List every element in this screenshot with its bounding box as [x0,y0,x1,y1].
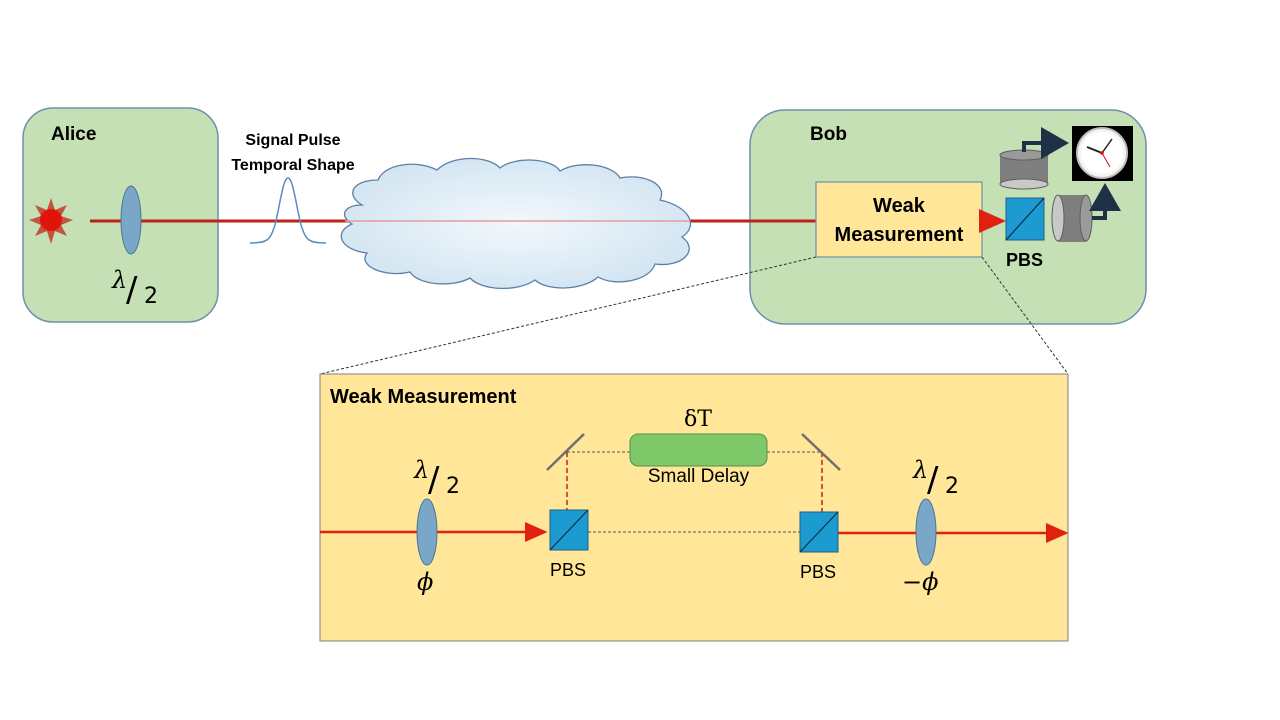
detector-icon [999,149,1049,190]
pbs-cube-icon [799,511,839,553]
weak-box-line1: Weak [873,195,925,217]
laser-source-icon [29,198,73,244]
signal-pulse-line1: Signal Pulse [245,132,341,149]
alice-label: Alice [51,124,97,145]
zoom-line-right [981,256,1069,375]
pulse-shape [249,177,327,244]
weak-box-line2: Measurement [834,224,964,246]
zoom-right-waveplate-label: λ/2 [913,456,959,500]
zoom-left-waveplate-label: λ/2 [414,456,460,500]
mirror-icon [801,433,841,471]
bob-label: Bob [810,124,847,145]
signal-pulse-line2: Temporal Shape [231,157,355,174]
detector-icon [1051,194,1093,242]
bob-pbs-label: PBS [1006,250,1044,270]
delay-symbol: δT [684,407,712,432]
mirror-icon [546,433,585,471]
zoom-left-phase: ϕ [417,568,434,596]
signal-pulse-label: Signal Pulse Temporal Shape [222,128,364,178]
zoom-title: Weak Measurement [330,386,517,408]
zoom-pbs-left-label: PBS [550,560,587,580]
detector-connector [1022,127,1069,159]
waveplate-icon [416,498,438,566]
delay-element [629,433,768,467]
detector-connector [1089,183,1121,220]
clock-icon [1072,126,1133,181]
pbs-cube-icon [549,509,589,551]
zoom-pbs-right-label: PBS [800,562,837,582]
cloud-icon [340,157,692,290]
zoom-right-phase: −ϕ [902,568,939,596]
weak-measurement-box [815,181,983,258]
weak-measurement-box-label: Weak Measurement [816,192,982,250]
alice-panel [22,107,219,323]
alice-waveplate-label: λ/2 [112,266,158,310]
pbs-cube-icon [1005,197,1045,241]
waveplate-icon [120,185,142,255]
waveplate-icon [915,498,937,566]
delay-label: Small Delay [647,466,750,487]
zoom-panel [319,373,1069,642]
